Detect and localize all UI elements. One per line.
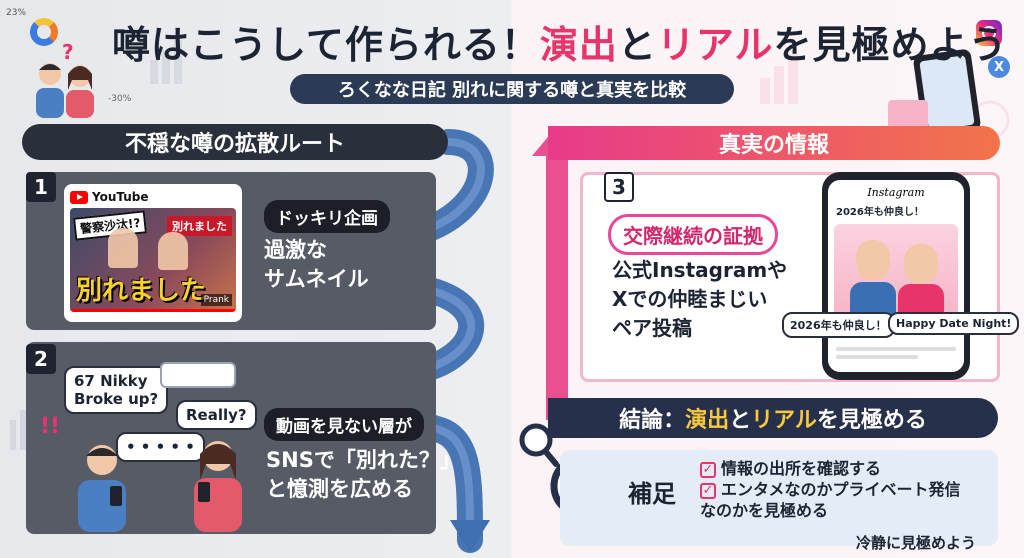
photo-card-icon — [888, 100, 928, 130]
step3-desc-1: 公式Instagramや — [612, 258, 788, 282]
thumbnail-image: 警察沙汰!? 別れました 別れました Prank — [70, 208, 236, 312]
instagram-phone[interactable]: Instagram 2026年も仲良し！ ♥ — [822, 172, 970, 380]
supplement-label: 補足 — [628, 480, 676, 508]
instagram-post-caption: 2026年も仲良し！ — [836, 207, 924, 218]
supplement-item-2: ✓エンタメなのかプライベート発信 — [700, 479, 961, 500]
percent-label: 23% — [6, 8, 27, 18]
x-logo-icon: X — [988, 56, 1010, 78]
conclusion-bar: 結論：演出とリアルを見極める — [548, 398, 998, 438]
subtitle-pill: ろくなな日記 別れに関する噂と真実を比較 — [290, 74, 734, 104]
instagram-app-title: Instagram — [867, 186, 925, 199]
worried-couple-icon — [30, 56, 100, 118]
step2-tag: 動画を見ない層が — [264, 408, 424, 441]
decrease-label: -30% — [108, 94, 132, 104]
banner-text: 別れました — [167, 216, 232, 236]
step1-number: 1 — [26, 172, 56, 202]
youtube-thumbnail[interactable]: YouTube 警察沙汰!? 別れました 別れました Prank — [64, 184, 242, 322]
route-heading: 不穏な噂の拡散ルート — [22, 124, 448, 160]
supplement-item-3: なのかを見極める — [700, 501, 829, 520]
supplement-list: ✓情報の出所を確認する ✓エンタメなのかプライベート発信 なのかを見極める — [700, 458, 961, 521]
checkbox-icon: ✓ — [700, 482, 716, 499]
chat-card-icon — [160, 362, 236, 388]
step1-desc-1: 過激な — [264, 238, 327, 262]
speech-bubble-really: Really? — [176, 400, 257, 430]
pie-chart-icon — [30, 18, 58, 46]
question-mark-icon: ? — [62, 40, 74, 64]
step1-desc-2: サムネイル — [264, 267, 369, 291]
main-title: 噂はこうして作られる！演出とリアルを見極めよう — [112, 23, 1008, 67]
exclamation-icon: !! — [40, 414, 61, 439]
step3-tag: 交際継続の証拠 — [608, 214, 778, 255]
step2-number: 2 — [26, 344, 56, 374]
prank-label: Prank — [200, 294, 232, 306]
instagram-icon — [976, 20, 1002, 46]
speech-bubble-dots: • • • • • — [116, 432, 205, 462]
step2-desc-2: と憶測を広める — [266, 477, 413, 501]
youtube-play-icon — [70, 190, 88, 204]
step3-desc-2: Xでの仲睦まじい — [612, 287, 768, 311]
thumbnail-big-text: 別れました — [76, 276, 207, 306]
phone-screen: Instagram 2026年も仲良し！ ♥ — [828, 180, 964, 372]
couple-photo — [834, 224, 958, 320]
step1-tag: ドッキリ企画 — [264, 200, 390, 233]
footer-text: 冷静に見極めよう — [856, 534, 977, 552]
supplement-item-1: ✓情報の出所を確認する — [700, 458, 961, 479]
checkbox-icon: ✓ — [700, 461, 716, 478]
step2-desc-1: SNSで「別れた？」 — [266, 448, 461, 472]
chip-2026: 2026年も仲良し！ — [782, 312, 895, 338]
step3-desc-3: ペア投稿 — [612, 316, 692, 340]
worried-woman-icon — [186, 436, 250, 536]
step3-number: 3 — [604, 172, 634, 202]
truth-heading: 真実の情報 — [548, 126, 1000, 160]
chip-happy-date: Happy Date Night! — [888, 312, 1020, 335]
supplement-box — [560, 450, 998, 546]
worried-man-icon — [70, 440, 134, 536]
youtube-logo: YouTube — [70, 190, 236, 204]
